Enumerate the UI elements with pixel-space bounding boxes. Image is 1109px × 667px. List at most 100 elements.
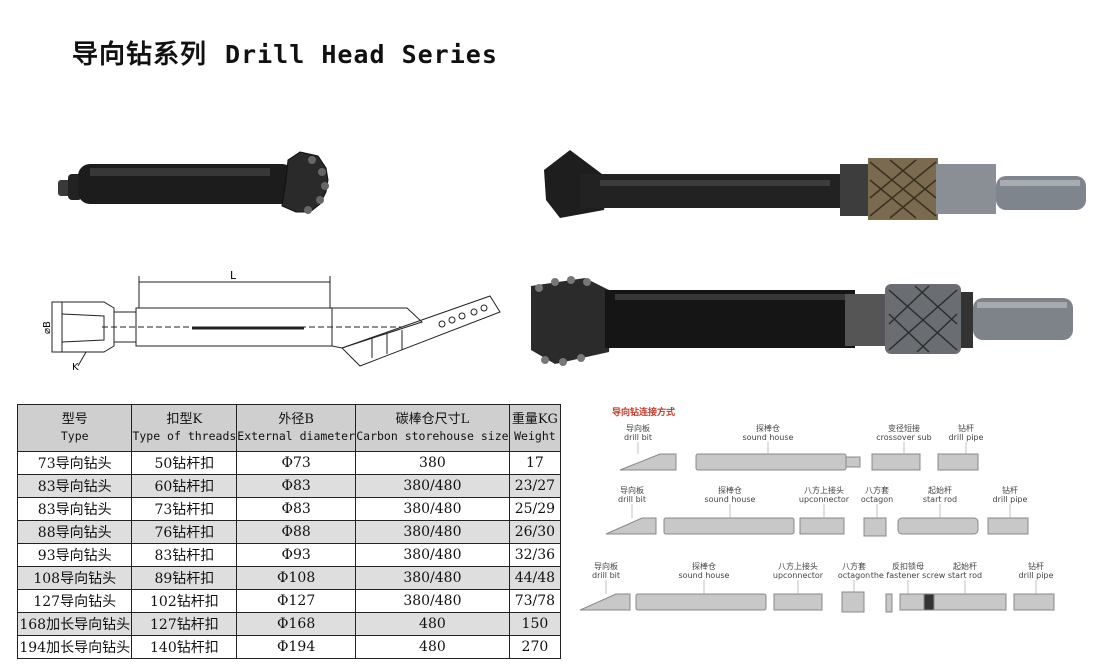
cell-threads: 50钻杆扣 [131, 451, 238, 475]
cell-carbon-size: 380/480 [355, 497, 510, 521]
cell-weight: 32/36 [508, 543, 562, 567]
row1-drill-bit-cn: 导向板 [626, 423, 650, 433]
row1-crossover-en: crossover sub [876, 433, 931, 442]
row2-octagon-cn: 八方套 [865, 485, 889, 495]
cell-carbon-size: 380 [355, 451, 510, 475]
cell-weight: 23/27 [508, 474, 562, 498]
row2-start-rod-cn: 起始杆 [928, 485, 952, 495]
cell-diameter: Φ83 [236, 474, 356, 498]
row2-drill-bit-cn: 导向板 [620, 485, 644, 495]
row2-drill-pipe-en: drill pipe [993, 495, 1028, 504]
cell-threads: 127钻杆扣 [131, 612, 238, 636]
row3-octagon-en: octagon [838, 571, 870, 580]
cell-type: 73导向钻头 [16, 451, 133, 475]
cell-type: 127导向钻头 [16, 589, 133, 613]
connection-title: 导向钻连接方式 [612, 406, 675, 418]
cell-diameter: Φ127 [236, 589, 356, 613]
cell-diameter: Φ83 [236, 497, 356, 521]
title-cn: 导向钻系列 [72, 40, 208, 70]
cell-type: 83导向钻头 [16, 474, 133, 498]
cell-threads: 76钻杆扣 [131, 520, 238, 544]
cell-carbon-size: 380/480 [355, 566, 510, 590]
cell-diameter: Φ73 [236, 451, 356, 475]
cell-type: 83导向钻头 [16, 497, 133, 521]
cell-threads: 140钻杆扣 [131, 635, 238, 659]
cell-weight: 270 [508, 635, 562, 659]
drill-head-photo-3 [531, 276, 1073, 366]
row3-drill-pipe-cn: 钻杆 [1028, 561, 1044, 571]
row3-start-rod-en: start rod [948, 571, 982, 580]
dim-B-label: ⌀B [42, 321, 53, 334]
row3-drill-pipe-en: drill pipe [1019, 571, 1054, 580]
cell-carbon-size: 380/480 [355, 474, 510, 498]
cell-weight: 73/78 [508, 589, 562, 613]
row2-upconnector-en: upconnector [799, 495, 850, 504]
cell-type: 88导向钻头 [16, 520, 133, 544]
cell-diameter: Φ88 [236, 520, 356, 544]
row3-drill-bit-cn: 导向板 [594, 561, 618, 571]
row3-start-rod-cn: 起始杆 [953, 561, 977, 571]
cell-carbon-size: 480 [355, 635, 510, 659]
cell-type: 194加长导向钻头 [16, 635, 133, 659]
cell-weight: 150 [508, 612, 562, 636]
row3-fastener-en: the fastener screw [871, 571, 946, 580]
title-en: Drill Head Series [225, 40, 498, 69]
row2-upconnector-cn: 八方上接头 [804, 485, 844, 495]
cell-diameter: Φ194 [236, 635, 356, 659]
row1-crossover-cn: 变径短接 [888, 423, 920, 433]
dim-L-label: L [230, 269, 237, 282]
row3-octagon-cn: 八方套 [842, 561, 866, 571]
row1-sound-house-en: sound house [743, 433, 794, 442]
row2-start-rod-en: start rod [923, 495, 957, 504]
dim-K-label: K [72, 362, 79, 373]
row3-sound-house-en: sound house [679, 571, 730, 580]
row2-octagon-en: octagon [861, 495, 893, 504]
cell-diameter: Φ108 [236, 566, 356, 590]
row2-sound-house-cn: 探棒仓 [718, 485, 742, 495]
cell-carbon-size: 380/480 [355, 589, 510, 613]
cell-carbon-size: 380/480 [355, 520, 510, 544]
row1-drill-bit-en: drill bit [624, 433, 652, 442]
row3-upconnector-en: upconnector [773, 571, 824, 580]
cell-weight: 25/29 [508, 497, 562, 521]
cell-carbon-size: 480 [355, 612, 510, 636]
cell-type: 108导向钻头 [16, 566, 133, 590]
drill-head-drawing: L ⌀B K [42, 269, 501, 373]
row3-upconnector-cn: 八方上接头 [778, 561, 818, 571]
row2-sound-house-en: sound house [705, 495, 756, 504]
row1-drill-pipe-cn: 钻杆 [958, 423, 974, 433]
cell-threads: 60钻杆扣 [131, 474, 238, 498]
cell-type: 168加长导向钻头 [16, 612, 133, 636]
cell-weight: 17 [508, 451, 562, 475]
cell-type: 93导向钻头 [16, 543, 133, 567]
drill-head-photo-2 [544, 150, 1086, 220]
cell-diameter: Φ168 [236, 612, 356, 636]
cell-threads: 83钻杆扣 [131, 543, 238, 567]
row3-drill-bit-en: drill bit [592, 571, 620, 580]
row3-fastener-cn: 反扣锁母 [892, 561, 924, 571]
drill-head-photo-1 [58, 151, 329, 214]
cell-threads: 73钻杆扣 [131, 497, 238, 521]
row3-sound-house-cn: 探棒仓 [692, 561, 716, 571]
cell-weight: 26/30 [508, 520, 562, 544]
cell-threads: 89钻杆扣 [131, 566, 238, 590]
cell-weight: 44/48 [508, 566, 562, 590]
cell-diameter: Φ93 [236, 543, 356, 567]
